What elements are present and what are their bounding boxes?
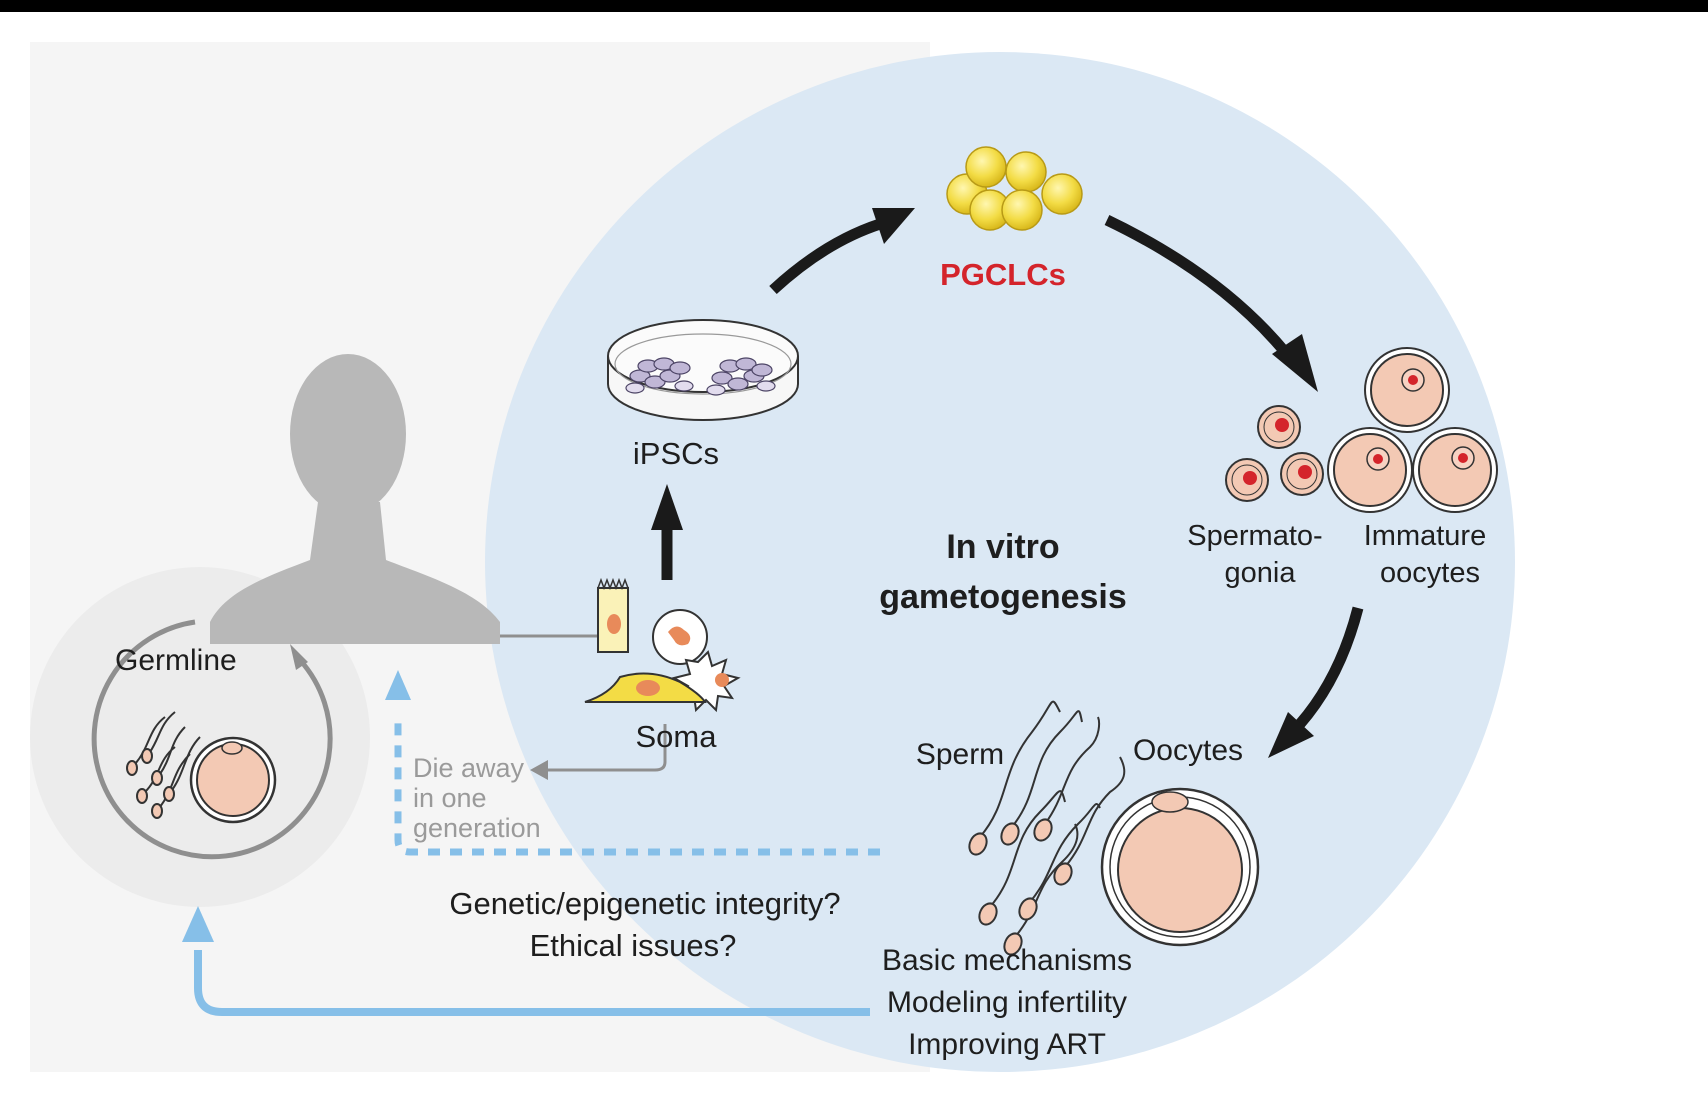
ipscs-to-pgclcs-arrowhead: [872, 208, 915, 244]
diagram-canvas: Germline: [30, 42, 1515, 1072]
in-vitro-circle: [485, 52, 1515, 1072]
dashed-feedback-arrowhead: [385, 670, 411, 700]
die-away-line3: generation: [413, 813, 541, 843]
in-vitro-line2: gametogenesis: [879, 578, 1127, 616]
pgclcs-to-gonia-arrowhead: [1272, 334, 1318, 392]
petri-dish-icon: [607, 319, 799, 421]
question-integrity: Genetic/epigenetic integrity?: [449, 886, 840, 921]
immature-to-oocytes-arrowhead: [1268, 712, 1314, 758]
spermatogonia-line1: Spermato-: [1187, 520, 1322, 552]
pgclcs-label: PGCLCs: [940, 257, 1066, 292]
dashed-feedback-arrow: [394, 714, 880, 856]
sperm-label: Sperm: [916, 738, 1004, 771]
top-border-bar: [0, 0, 1708, 12]
person-silhouette-icon: [210, 354, 500, 644]
ipscs-label: iPSCs: [633, 436, 719, 471]
die-away-arrowhead: [530, 760, 548, 780]
application-basic: Basic mechanisms: [882, 944, 1132, 977]
immature-oocytes-icon: [1327, 347, 1498, 513]
ipscs-to-pgclcs-arrow: [769, 218, 882, 295]
germline-cycle-arrow: [91, 619, 333, 860]
soma-cells-icon: [584, 577, 741, 713]
feedback-arrowhead: [182, 906, 214, 942]
application-infertility: Modeling infertility: [887, 986, 1127, 1019]
cell-cluster-icon: [946, 146, 1083, 231]
immature-oocytes-line2: oocytes: [1380, 557, 1480, 589]
oocyte-icon: [1100, 787, 1260, 947]
spermatogonia-line2: gonia: [1225, 557, 1297, 589]
germline-cycle-arrowhead: [290, 644, 308, 670]
diagram-panel: Germline: [0, 12, 1708, 1120]
die-away-arrow: [545, 724, 667, 772]
oocytes-label: Oocytes: [1133, 734, 1243, 767]
spermatogonia-icon: [1225, 405, 1324, 502]
question-ethical: Ethical issues?: [530, 928, 737, 963]
in-vitro-line1: In vitro: [946, 528, 1059, 566]
die-away-line2: in one: [413, 783, 487, 813]
immature-oocytes-line1: Immature: [1364, 520, 1486, 552]
application-art: Improving ART: [908, 1028, 1106, 1061]
feedback-arrow: [194, 950, 870, 1016]
die-away-line1: Die away: [413, 753, 525, 783]
germline-sperm-icon: [126, 711, 201, 819]
sperm-icon: [968, 700, 1126, 956]
pgclcs-to-gonia-arrow: [1104, 215, 1290, 356]
soma-label: Soma: [636, 719, 718, 754]
soma-to-ipscs-arrowhead: [651, 484, 683, 530]
germline-label: Germline: [115, 644, 237, 677]
germline-oocyte-icon: [189, 736, 277, 824]
immature-to-oocytes-arrow: [1295, 606, 1364, 728]
